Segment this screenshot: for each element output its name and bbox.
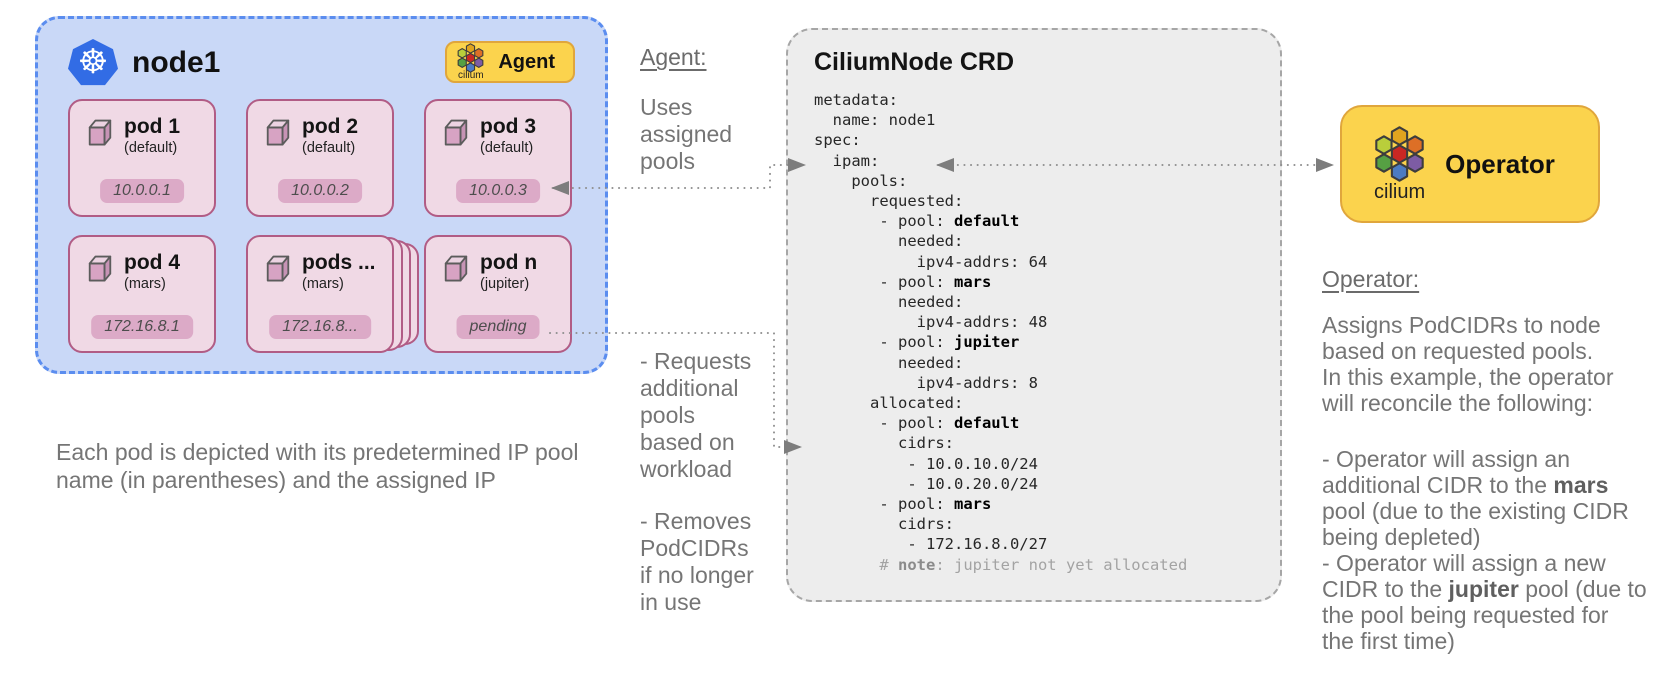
pod-cube-icon (266, 119, 290, 146)
pod-cube-icon (444, 255, 468, 282)
pod-card-surface: pod 2 (default) 10.0.0.2 (246, 99, 394, 217)
pod-cube-icon (266, 255, 290, 282)
pod-card-1: pod 1 (default) 10.0.0.1 (68, 99, 216, 217)
node-caption: Each pod is depicted with its predetermi… (56, 439, 579, 493)
pod-pool-name: (mars) (302, 276, 344, 293)
operator-box-label: Operator (1445, 148, 1555, 179)
crd-code-line: - pool: jupiter (814, 333, 1020, 352)
crd-code-line: - 10.0.20.0/24 (814, 474, 1038, 493)
node1-header: ☸ node1 (68, 39, 220, 87)
agent-badge-label: Agent (498, 50, 555, 73)
pod-cube-icon (88, 119, 112, 146)
crd-code-line: - pool: default (814, 414, 1020, 433)
agent-badge: cilium Agent (445, 41, 575, 83)
cilium-hexagons-icon (1375, 126, 1424, 182)
pod-name: pods ... (302, 251, 376, 274)
pod-card-surface: pod n (jupiter) pending (424, 235, 572, 353)
crd-code-line: metadata: (814, 91, 898, 109)
cilium-logo-agent: cilium (457, 43, 484, 81)
kubernetes-icon: ☸ (68, 39, 118, 86)
pod-ip-badge: 10.0.0.3 (456, 179, 540, 203)
operator-box: cilium Operator (1340, 105, 1600, 223)
pod-ip-badge: pending (456, 315, 540, 339)
crd-code-line: - pool: mars (814, 495, 992, 514)
crd-code-line: pools: (814, 171, 908, 190)
crd-code-line: ipam: (814, 151, 880, 170)
node-title: node1 (132, 46, 221, 79)
crd-code-line: allocated: (814, 394, 964, 413)
pod-pool-name: (jupiter) (480, 276, 530, 293)
pod-pool-name: (default) (302, 140, 356, 157)
pod-card-surface: pods ... (mars) 172.16.8... (246, 235, 394, 353)
pod-card-4: pod 4 (mars) 172.16.8.1 (68, 235, 216, 353)
crd-title: CiliumNode CRD (814, 48, 1014, 76)
crd-code-line: - 10.0.10.0/24 (814, 454, 1038, 473)
agent-notes-heading: Agent: (640, 44, 707, 70)
pod-ip-badge: 172.16.8.1 (91, 315, 193, 339)
crd-code-line: needed: (814, 353, 964, 372)
pod-card-6: pod n (jupiter) pending (424, 235, 572, 353)
pod-pool-name: (default) (124, 140, 178, 157)
pod-name: pod 3 (480, 115, 536, 138)
cilium-logo-caption: cilium (1374, 181, 1426, 203)
pod-cube-icon (444, 119, 468, 146)
pod-ip-badge: 10.0.0.2 (278, 179, 362, 203)
crd-code-line: ipv4-addrs: 8 (814, 373, 1038, 392)
pod-card-surface: pod 4 (mars) 172.16.8.1 (68, 235, 216, 353)
cilium-logo-caption: cilium (458, 70, 484, 81)
crd-code-line: name: node1 (814, 111, 936, 130)
pod-name: pod n (480, 251, 538, 274)
crd-code-line: requested: (814, 192, 964, 211)
crd-code-line: - 172.16.8.0/27 (814, 535, 1048, 554)
cilium-hexagons-icon (457, 43, 484, 73)
crd-code-line: spec: (814, 131, 861, 150)
pod-pool-name: (default) (480, 140, 534, 157)
pod-card-5: pods ... (mars) 172.16.8... (246, 235, 419, 353)
crd-code-line: - pool: mars (814, 272, 992, 291)
crd-code-line: ipv4-addrs: 64 (814, 252, 1048, 271)
operator-notes-heading: Operator: (1322, 266, 1420, 292)
crd-code-line: cidrs: (814, 434, 954, 453)
pod-pool-name: (mars) (124, 276, 166, 293)
crd-code-line: # note: jupiter not yet allocated (814, 555, 1188, 574)
pod-cube-icon (88, 255, 112, 282)
pod-ip-badge: 172.16.8... (269, 315, 371, 339)
pod-card-surface: pod 1 (default) 10.0.0.1 (68, 99, 216, 217)
crd-code-line: - pool: default (814, 212, 1020, 231)
pod-card-surface: pod 3 (default) 10.0.0.3 (424, 99, 572, 217)
crd-code-line: cidrs: (814, 515, 954, 534)
pod-name: pod 2 (302, 115, 358, 138)
crd-code-line: needed: (814, 293, 964, 312)
node1-box: ☸ node1 cilium Agent pod 1 (default) 10.0.… (35, 16, 608, 374)
pod-name: pod 1 (124, 115, 180, 138)
pod-card-3: pod 3 (default) 10.0.0.3 (424, 99, 572, 217)
pod-ip-badge: 10.0.0.1 (100, 179, 184, 203)
pod-name: pod 4 (124, 251, 180, 274)
pod-card-2: pod 2 (default) 10.0.0.2 (246, 99, 394, 217)
crd-code-line: ipv4-addrs: 48 (814, 313, 1048, 332)
crd-code-line: needed: (814, 232, 964, 251)
cilium-logo-operator: cilium (1374, 126, 1425, 202)
